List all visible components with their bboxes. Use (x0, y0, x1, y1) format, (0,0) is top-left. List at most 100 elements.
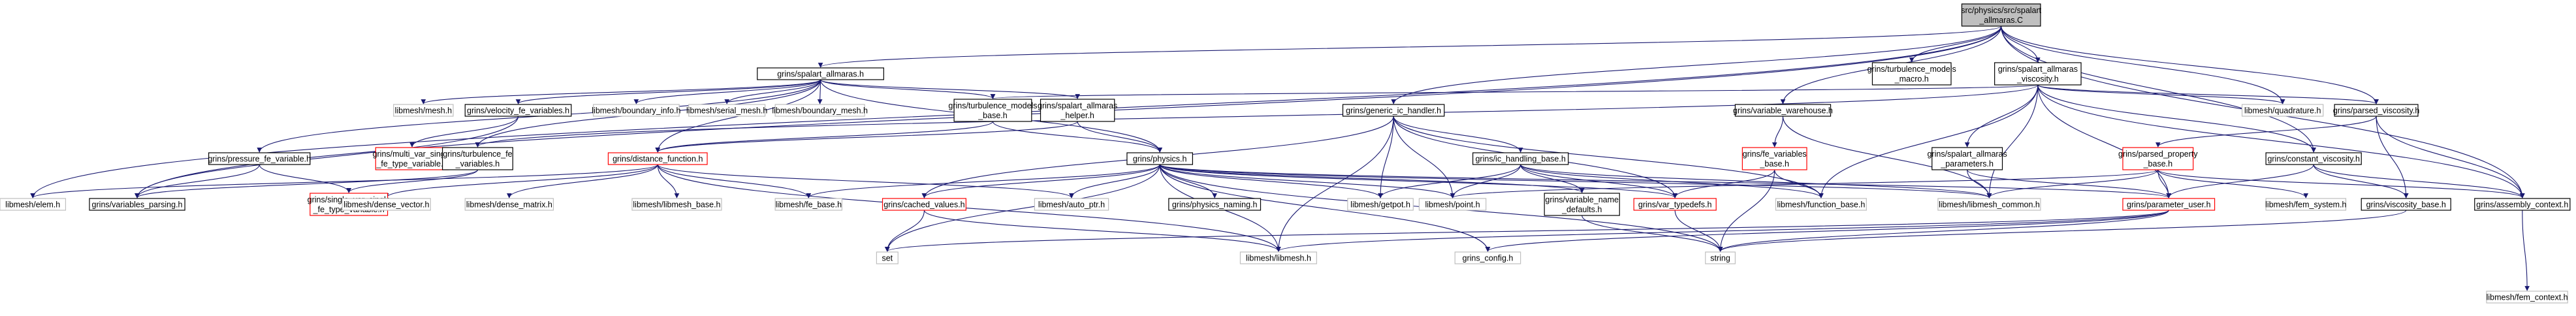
node-fem-system[interactable]: libmesh/fem_system.h (2265, 198, 2347, 211)
node-fem-context[interactable]: libmesh/fem_context.h (2486, 291, 2568, 304)
edge-spalart_allmaras_viscosity-to-turbulence_fe_variables (475, 84, 2039, 148)
node-string-h[interactable]: string (1705, 251, 1736, 264)
edge-parsed_viscosity-to-viscosity_base (2376, 116, 2409, 198)
node-label: grins/turbulence_fe (443, 150, 512, 159)
edge-generic_ic_handler-to-libmesh_h (1276, 116, 1394, 252)
node-distance-function[interactable]: grins/distance_function.h (607, 152, 708, 165)
edge-spalart_allmaras_h-to-velocity_fe_variables (515, 79, 821, 104)
edge-velocity_fe_variables-to-variables_parsing (135, 116, 519, 198)
edge-root-to-constant_viscosity (2001, 25, 2317, 153)
node-multi-var-single[interactable]: grins/multi_var_single_fe_type_variable.… (373, 147, 452, 170)
node-box (2122, 198, 2216, 211)
node-root: src/physics/src/spalart_allmaras.C (1961, 3, 2042, 27)
node-var-typedefs[interactable]: grins/var_typedefs.h (1633, 198, 1717, 211)
edge-var_typedefs-to-string_h (1674, 210, 1723, 252)
node-label: libmesh/libmesh_base.h (633, 200, 720, 210)
node-label: libmesh/libmesh_common.h (1939, 200, 2040, 210)
node-box (1775, 198, 1867, 211)
node-function-base[interactable]: libmesh/function_base.h (1775, 198, 1867, 211)
node-spalart-allmaras-h[interactable]: grins/spalart_allmaras.h (757, 67, 884, 80)
edge-spalart_allmaras_h-to-turbulence_models_base (820, 79, 996, 99)
node-getpot[interactable]: libmesh/getpot.h (1347, 198, 1414, 211)
node-box (464, 198, 554, 211)
node-label: grins_config.h (1463, 254, 1514, 263)
node-spalart-allmaras-viscosity[interactable]: grins/spalart_allmaras_viscosity.h (1994, 62, 2082, 86)
node-turbulence-models-macro[interactable]: grins/turbulence_models_macro.h (1868, 62, 1956, 86)
node-variables-parsing[interactable]: grins/variables_parsing.h (89, 198, 185, 211)
node-label: libmesh/point.h (1425, 200, 1480, 210)
node-boundary-mesh[interactable]: libmesh/boundary_mesh.h (772, 104, 868, 117)
node-boundary-info[interactable]: libmesh/boundary_info.h (592, 104, 681, 117)
node-turbulence-fe-variables[interactable]: grins/turbulence_fe_variables.h (441, 147, 513, 170)
node-box (2334, 104, 2419, 117)
node-serial-mesh[interactable]: libmesh/serial_mesh.h (686, 104, 767, 117)
edge-pressure_fe_variable-to-variables_parsing (135, 164, 260, 198)
edge-constant_viscosity-to-parameter_user (2166, 164, 2314, 198)
node-dense-matrix[interactable]: libmesh/dense_matrix.h (464, 198, 554, 211)
edge-parameter_user-to-string_h (1717, 210, 2169, 252)
node-physics-naming[interactable]: grins/physics_naming.h (1168, 198, 1262, 211)
node-parsed-property-base[interactable]: grins/parsed_property_base.h (2118, 147, 2198, 170)
node-fe-variables-base[interactable]: grins/fe_variables_base.h (1741, 147, 1807, 170)
node-variable-warehouse[interactable]: grins/variable_warehouse.h (1733, 104, 1833, 117)
node-generic-ic-handler[interactable]: grins/generic_ic_handler.h (1342, 104, 1445, 117)
node-label: grins/ic_handling_base.h (1475, 155, 1565, 164)
edge-distance_function-to-dense_matrix (507, 164, 658, 198)
node-box (1040, 99, 1115, 122)
node-libmesh-h[interactable]: libmesh/libmesh.h (1239, 251, 1317, 264)
node-box (441, 147, 513, 170)
node-parameter-user[interactable]: grins/parameter_user.h (2122, 198, 2216, 211)
node-point-h[interactable]: libmesh/point.h (1418, 198, 1487, 211)
node-label: libmesh/quadrature.h (2244, 106, 2321, 116)
node-pressure-fe-variable[interactable]: grins/pressure_fe_variable.h (208, 152, 311, 165)
node-box (876, 251, 898, 264)
node-velocity-fe-variables[interactable]: grins/velocity_fe_variables.h (464, 104, 572, 117)
edge-physics_h-to-fe_base (806, 164, 1160, 198)
node-assembly-context[interactable]: grins/assembly_context.h (2474, 198, 2571, 211)
node-mesh-h[interactable]: libmesh/mesh.h (393, 104, 454, 117)
node-ic-handling-base[interactable]: grins/ic_handling_base.h (1472, 152, 1569, 165)
node-label: _base.h (2143, 159, 2173, 168)
node-auto-ptr[interactable]: libmesh/auto_ptr.h (1034, 198, 1109, 211)
node-dense-vector[interactable]: libmesh/dense_vector.h (342, 198, 431, 211)
node-variable-name-defaults[interactable]: grins/variable_name_defaults.h (1544, 193, 1620, 216)
edge-spalart_allmaras_h-to-mesh_h (421, 79, 821, 104)
node-label: grins/parsed_viscosity.h (2333, 106, 2420, 116)
node-set-h[interactable]: set (876, 251, 898, 264)
node-physics-h[interactable]: grins/physics.h (1126, 152, 1193, 165)
node-label: _viscosity.h (2016, 74, 2059, 84)
node-label: libmesh/dense_vector.h (343, 200, 429, 210)
node-constant-viscosity[interactable]: grins/constant_viscosity.h (2265, 152, 2362, 165)
node-quadrature[interactable]: libmesh/quadrature.h (2242, 104, 2324, 117)
edge-spalart_allmaras_helper-to-physics_h (1077, 121, 1162, 153)
node-grins-config[interactable]: grins_config.h (1454, 251, 1521, 264)
edge-root-to-spalart_allmaras_viscosity (2001, 25, 2041, 63)
edge-distance_function-to-libmesh_base (657, 164, 680, 198)
node-turbulence-models-base[interactable]: grins/turbulence_models_base.h (948, 99, 1038, 122)
node-box (1544, 193, 1620, 216)
node-label: _helper.h (1060, 111, 1094, 120)
node-parsed-viscosity[interactable]: grins/parsed_viscosity.h (2333, 104, 2420, 117)
node-cached-values[interactable]: grins/cached_values.h (882, 198, 966, 211)
node-elem-h[interactable]: libmesh/elem.h (0, 198, 67, 211)
node-label: grins/spalart_allmaras (1038, 101, 1117, 110)
node-label: string (1710, 254, 1730, 263)
edge-root-to-turbulence_models_macro (1909, 25, 2002, 63)
node-box (0, 198, 67, 211)
node-box (464, 104, 572, 117)
node-fe-base[interactable]: libmesh/fe_base.h (774, 198, 843, 211)
node-box (631, 198, 722, 211)
node-viscosity-base[interactable]: grins/viscosity_base.h (2361, 198, 2451, 211)
node-libmesh-base[interactable]: libmesh/libmesh_base.h (631, 198, 722, 211)
node-spalart-allmaras-parameters[interactable]: grins/spalart_allmaras_parameters.h (1927, 147, 2007, 170)
node-box (208, 152, 311, 165)
edge-turbulence_models_base-to-distance_function (655, 121, 994, 153)
node-libmesh-common[interactable]: libmesh/libmesh_common.h (1937, 198, 2041, 211)
edge-distance_function-to-auto_ptr (657, 164, 1074, 198)
node-box (2486, 291, 2568, 304)
node-spalart-allmaras-helper[interactable]: grins/spalart_allmaras_helper.h (1038, 99, 1117, 122)
node-label: grins/generic_ic_handler.h (1346, 106, 1441, 116)
edge-spalart_allmaras_helper-to-distance_function (655, 121, 1078, 153)
node-box (1741, 147, 1807, 170)
edge-spalart_allmaras_viscosity-to-libmesh_common (1986, 84, 2039, 198)
